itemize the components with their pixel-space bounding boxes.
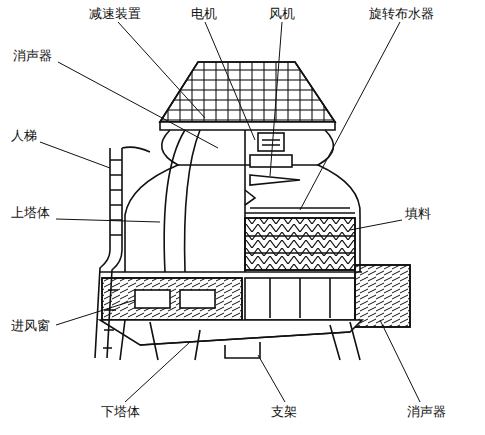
part-label: 旋转布水器: [368, 6, 435, 21]
part-label: 支架: [270, 404, 298, 419]
part-label: 人梯: [10, 128, 38, 143]
part-label: 电机: [190, 6, 218, 21]
part-label: 填料: [404, 206, 432, 221]
part-label: 消声器: [406, 404, 447, 419]
part-label: 减速装置: [88, 6, 142, 21]
part-label: 风机: [268, 6, 296, 21]
part-label: 上塔体: [10, 205, 51, 220]
part-label: 进风窗: [10, 318, 51, 333]
part-label: 消声器: [12, 48, 53, 63]
part-label: 下塔体: [100, 404, 141, 419]
